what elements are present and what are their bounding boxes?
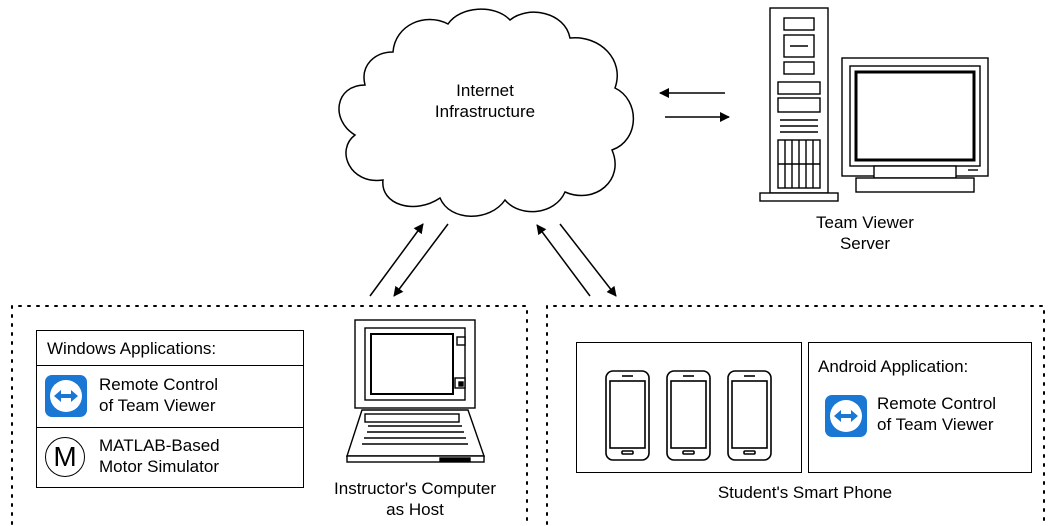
motor-row: M MATLAB-Based Motor Simulator bbox=[37, 429, 303, 487]
motor-m-icon: M bbox=[45, 437, 85, 477]
teamviewer-row-line1: Remote Control bbox=[99, 375, 219, 394]
internet-cloud bbox=[338, 8, 635, 217]
arrow-instructor-to-cloud bbox=[369, 223, 424, 297]
teamviewer-row: Remote Control of Team Viewer bbox=[37, 367, 303, 425]
instructor-laptop bbox=[346, 319, 485, 463]
motor-row-line2: Motor Simulator bbox=[99, 457, 219, 476]
server-monitor bbox=[841, 57, 989, 193]
teamviewer-icon bbox=[825, 395, 867, 437]
teamviewer-row-line2: of Team Viewer bbox=[99, 396, 216, 415]
server-tower bbox=[759, 7, 839, 202]
instructor-label: Instructor's Computer as Host bbox=[300, 478, 530, 520]
instructor-label-line1: Instructor's Computer bbox=[334, 479, 496, 498]
cloud-label-line1: Internet bbox=[456, 81, 514, 100]
instructor-label-line2: as Host bbox=[386, 500, 444, 519]
panel-divider bbox=[37, 365, 303, 366]
arrow-student-to-cloud bbox=[536, 224, 591, 297]
panel-divider bbox=[37, 427, 303, 428]
windows-applications-panel: Windows Applications: Remote Control of … bbox=[36, 330, 304, 488]
motor-row-line1: MATLAB-Based bbox=[99, 436, 220, 455]
motor-row-text: MATLAB-Based Motor Simulator bbox=[99, 435, 220, 477]
android-teamviewer-line2: of Team Viewer bbox=[877, 415, 994, 434]
phones bbox=[605, 370, 772, 461]
android-teamviewer-text: Remote Control of Team Viewer bbox=[877, 393, 996, 435]
cloud-label-line2: Infrastructure bbox=[434, 102, 536, 121]
arrow-cloud-to-student bbox=[559, 223, 617, 297]
server-label-line2: Server bbox=[839, 234, 891, 253]
android-application-panel: Android Application: Remote Control of T… bbox=[808, 342, 1032, 473]
server-label-line1: Team Viewer bbox=[816, 213, 914, 232]
android-teamviewer-line1: Remote Control bbox=[877, 394, 997, 413]
cloud-label: Internet Infrastructure bbox=[415, 80, 555, 122]
student-label: Student's Smart Phone bbox=[717, 483, 893, 502]
teamviewer-icon bbox=[45, 375, 87, 417]
windows-applications-title: Windows Applications: bbox=[47, 339, 217, 358]
teamviewer-row-text: Remote Control of Team Viewer bbox=[99, 374, 218, 416]
motor-m-letter: M bbox=[53, 441, 77, 472]
dotted-region-borders bbox=[11, 305, 1045, 525]
arrow-cloud-to-instructor bbox=[393, 223, 449, 297]
android-application-title: Android Application: bbox=[818, 357, 969, 376]
phones-box bbox=[576, 342, 802, 473]
server-label: Team Viewer Server bbox=[790, 212, 940, 254]
